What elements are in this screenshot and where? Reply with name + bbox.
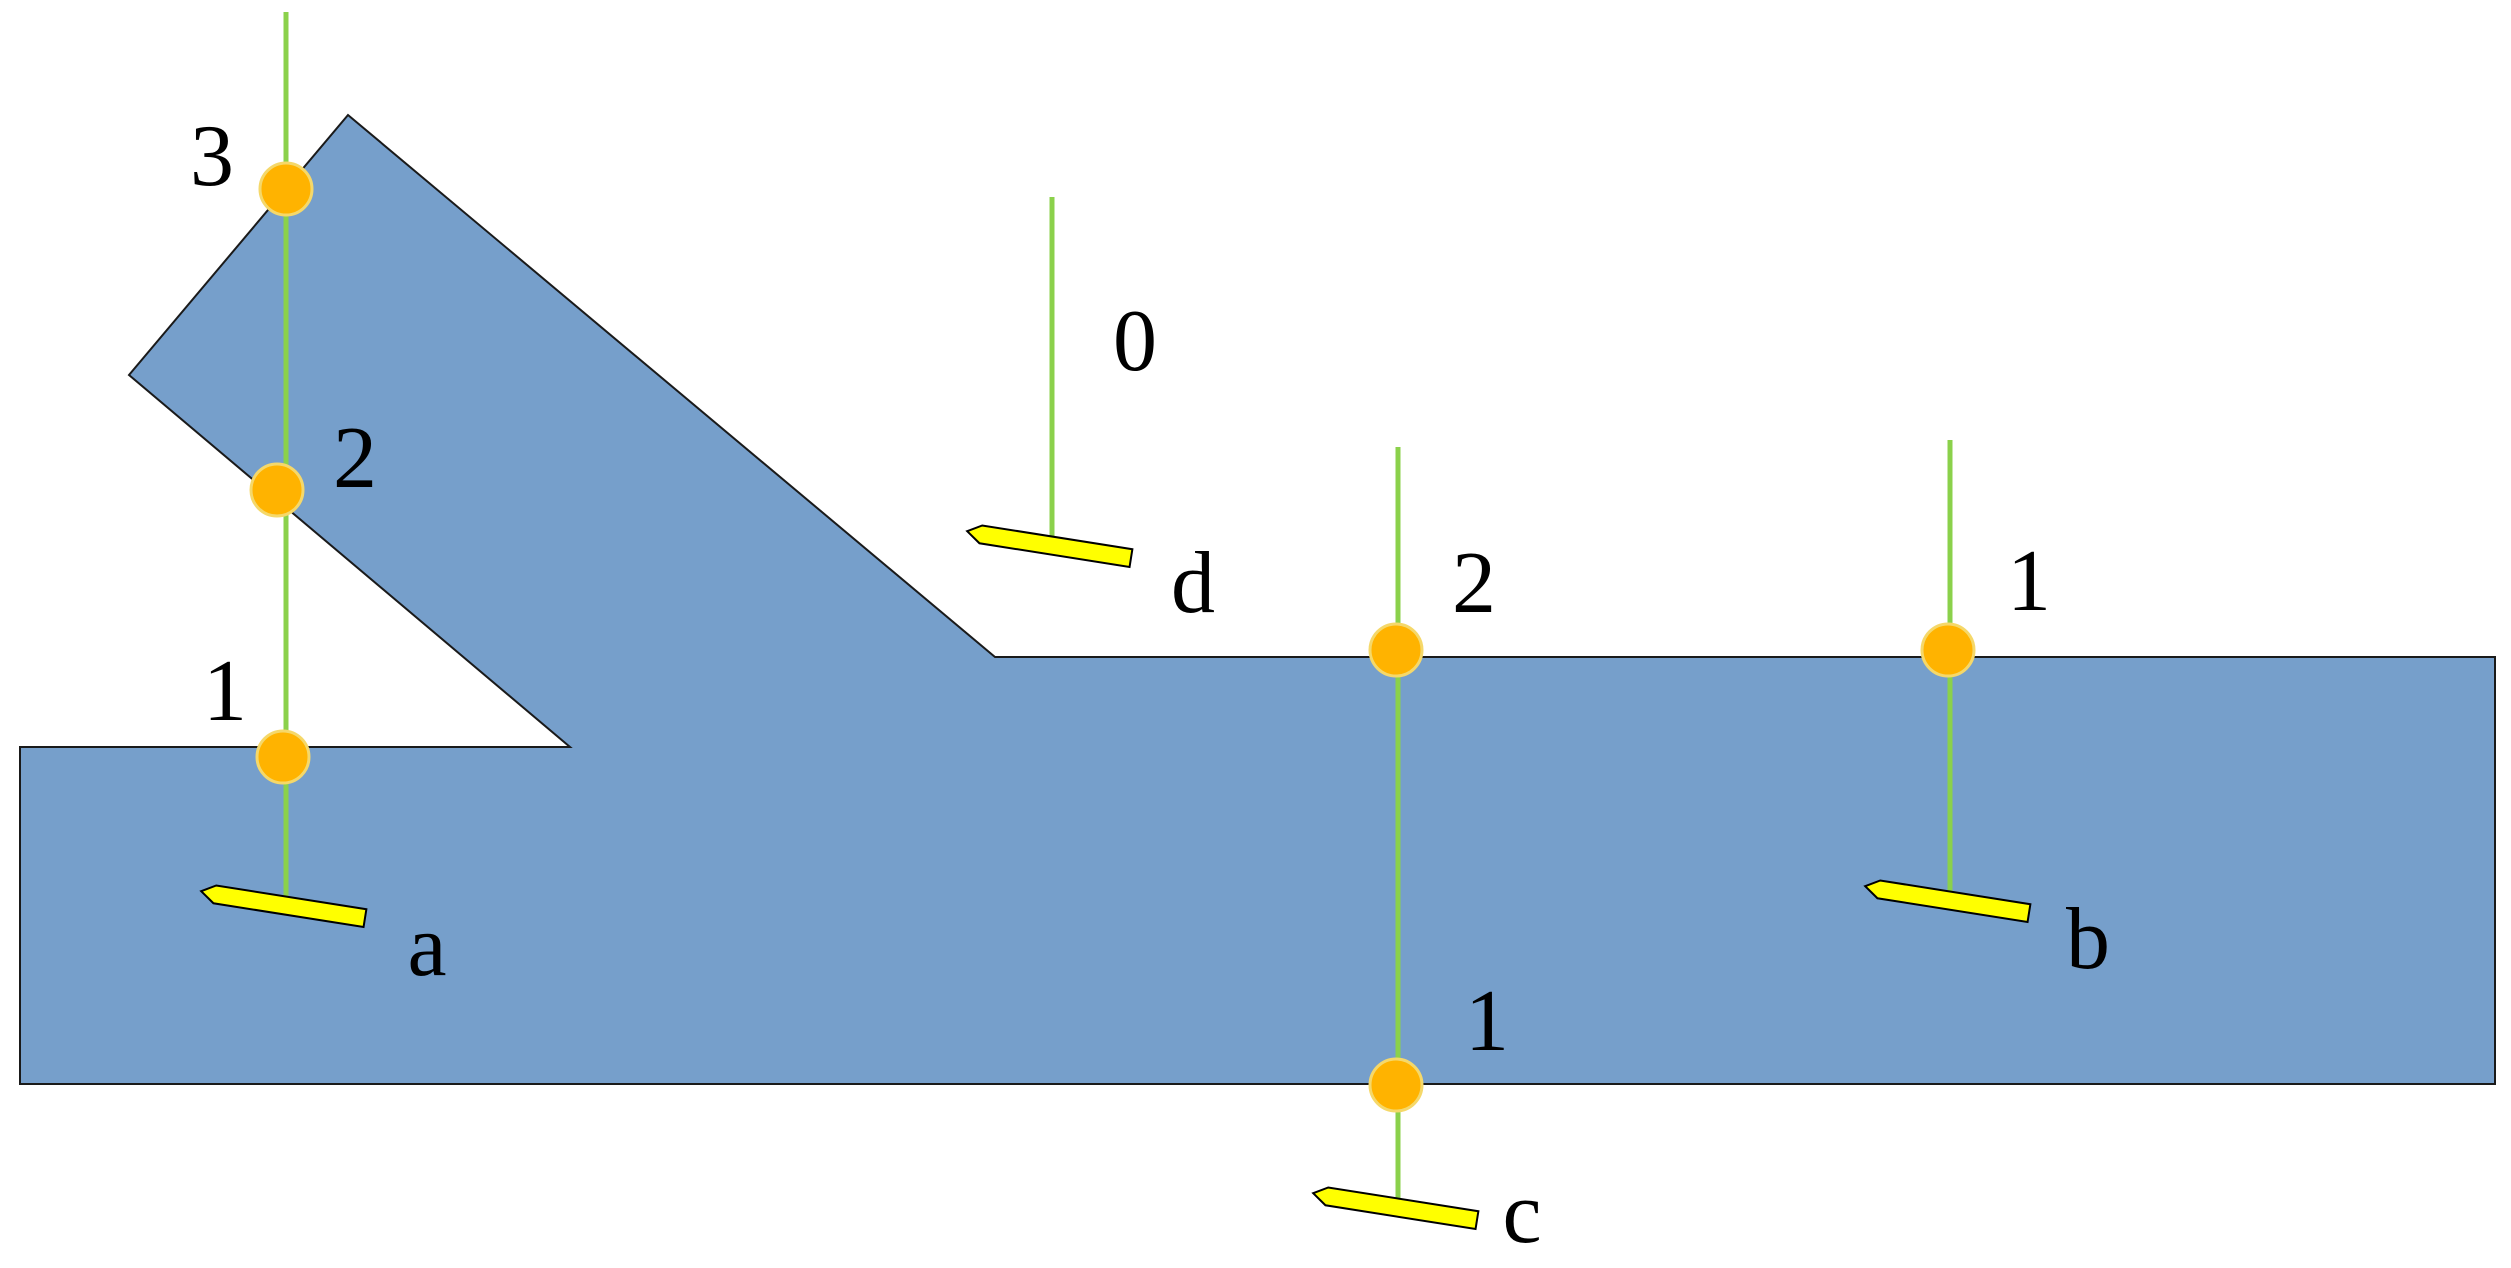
ship-label: b [2066, 891, 2110, 988]
water-region [19, 113, 2496, 1085]
ship-label: c [1502, 1165, 1541, 1262]
ship-label: d [1171, 535, 1215, 632]
intersection-point [1920, 622, 1976, 678]
crossing-label: 2 [1452, 535, 1496, 632]
yellow-boat-icon [1863, 879, 2032, 924]
crossing-label: 3 [190, 108, 234, 205]
ship-c [1311, 1186, 1480, 1231]
intersection-point [249, 462, 305, 518]
crossing-label: 2 [333, 410, 377, 507]
crossing-label: 1 [1465, 973, 1509, 1070]
crossing-label: 1 [203, 643, 247, 740]
ship-b [1863, 879, 2032, 924]
intersection-point [1368, 622, 1424, 678]
yellow-boat-icon [199, 884, 368, 929]
ship-label: a [407, 898, 446, 995]
intersection-point [258, 161, 314, 217]
intersection-point [1368, 1057, 1424, 1113]
crossing-label: 1 [2007, 533, 2051, 630]
ship-d [965, 524, 1134, 569]
ship-a [199, 884, 368, 929]
yellow-boat-icon [965, 524, 1134, 569]
yellow-boat-icon [1311, 1186, 1480, 1231]
crossing-label: 0 [1113, 293, 1157, 390]
intersection-point [255, 729, 311, 785]
